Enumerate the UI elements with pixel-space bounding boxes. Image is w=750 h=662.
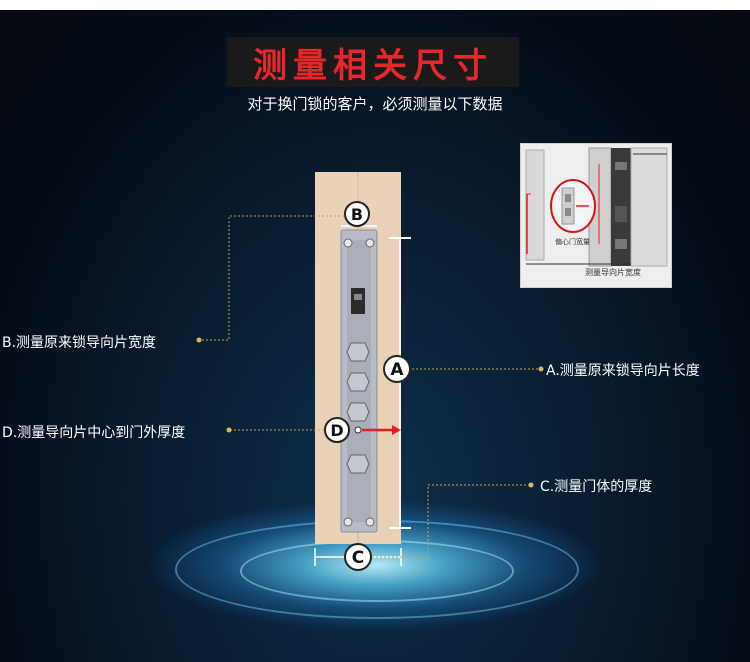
label-c: C.测量门体的厚度 bbox=[540, 479, 653, 495]
marker-b-letter: B bbox=[351, 205, 363, 224]
inset-caption-top: 偏心门宽量 bbox=[555, 237, 590, 246]
inset-photo: 偏心门宽量 测量导向片宽度 bbox=[520, 143, 672, 288]
marker-d-letter: D bbox=[330, 421, 343, 440]
page-title: 测量相关尺寸 bbox=[253, 45, 493, 86]
marker-a: A bbox=[383, 355, 411, 383]
page-subtitle: 对于换门锁的客户，必须测量以下数据 bbox=[247, 95, 503, 113]
leader-c bbox=[372, 484, 530, 558]
marker-c-letter: C bbox=[352, 548, 364, 568]
latch-bolt bbox=[351, 288, 365, 314]
title-banner: 测量相关尺寸 bbox=[227, 37, 519, 87]
inset-caption-bottom: 测量导向片宽度 bbox=[585, 267, 641, 277]
marker-c: C bbox=[344, 543, 372, 571]
leader-b bbox=[200, 215, 344, 341]
label-d: D.测量导向片中心到门外厚度 bbox=[2, 425, 186, 441]
label-a: A.测量原来锁导向片长度 bbox=[546, 363, 700, 379]
marker-d: D bbox=[324, 417, 350, 443]
top-white-strip bbox=[0, 0, 750, 10]
marker-a-letter: A bbox=[390, 360, 404, 380]
marker-b: B bbox=[344, 201, 370, 227]
label-b: B.测量原来锁导向片宽度 bbox=[2, 335, 157, 351]
